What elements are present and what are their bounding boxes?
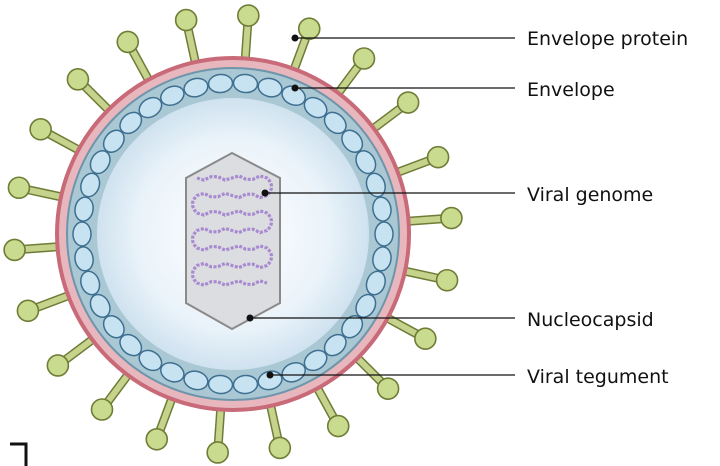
corner-bracket: [10, 442, 28, 466]
envelope-protein-spike: [381, 312, 437, 350]
genome-strand: [190, 174, 274, 287]
envelope-protein-spike: [145, 393, 178, 451]
nucleocapsid-bead: [183, 77, 209, 98]
nucleocapsid-bead: [138, 96, 163, 119]
nucleocapsid-bead: [341, 315, 364, 339]
nucleocapsid-bead: [80, 270, 101, 296]
nucleocapsid-bead: [303, 349, 328, 372]
nucleocapsid-bead: [72, 221, 92, 247]
nucleocapsid-bead: [207, 73, 234, 94]
label-viral-genome: Viral genome: [527, 184, 653, 206]
nucleocapsid-bead: [372, 246, 392, 272]
nucleocapsid-bead: [207, 374, 234, 395]
nucleocapsid-bead: [119, 333, 143, 357]
nucleocapsid-bead: [257, 77, 283, 98]
envelope-protein-spike: [7, 176, 66, 203]
envelope-protein-spike: [174, 8, 201, 67]
envelope-protein-spike: [16, 290, 74, 323]
viral-genome-strand: [190, 174, 274, 287]
envelope-protein-spike: [90, 369, 134, 421]
nucleocapsid-bead: [323, 333, 347, 357]
envelope-protein-spike: [404, 206, 463, 230]
envelope-protein-spike: [400, 265, 459, 292]
nucleocapsid-bead: [374, 221, 394, 247]
nucleocapsid-bead: [365, 270, 386, 296]
envelope-protein-spike: [311, 382, 350, 438]
nucleocapsid-bead: [341, 129, 364, 153]
envelope-protein-spike: [29, 118, 85, 156]
nucleocapsid-bead: [160, 85, 185, 107]
nucleocapsid-bead: [355, 293, 377, 319]
nucleocapsid-bead: [281, 361, 306, 383]
envelope-protein-spike: [265, 401, 292, 460]
nucleocapsid-bead: [74, 196, 94, 222]
envelope-protein-spike: [46, 333, 99, 377]
nucleocapsid-bead: [89, 149, 111, 175]
nucleocapsid-bead: [74, 246, 94, 272]
label-nucleocapsid: Nucleocapsid: [527, 309, 654, 331]
nucleocapsid-bead: [257, 370, 283, 391]
label-viral-tegument: Viral tegument: [527, 366, 669, 388]
nucleocapsid-bead: [102, 129, 125, 153]
nucleocapsid-bead: [232, 73, 259, 94]
envelope-proteins: [3, 4, 463, 464]
nucleocapsid-bead: [102, 315, 125, 339]
nucleocapsid-bead: [365, 172, 386, 198]
nucleocapsid-bead: [183, 370, 209, 391]
envelope-protein-spike: [116, 30, 155, 86]
envelope-protein-spike: [392, 145, 450, 178]
capsid-hexagon: [185, 151, 281, 331]
envelope-protein-spike: [288, 17, 321, 75]
nucleocapsid-beads: [72, 73, 394, 395]
nucleocapsid-bead: [303, 96, 328, 119]
envelope-protein-spike: [332, 47, 376, 99]
envelope-protein-spike: [66, 68, 115, 116]
callouts: [246, 34, 515, 379]
envelope-protein-spike: [367, 91, 420, 135]
nucleocapsid-bead: [160, 361, 185, 383]
envelope-protein-spike: [3, 238, 62, 262]
nucleocapsid-bead: [323, 111, 347, 135]
nucleocapsid-bead: [80, 172, 101, 198]
envelope-protein-spike: [237, 4, 260, 63]
nucleocapsid-bead: [138, 349, 163, 372]
nucleocapsid-bead: [89, 293, 111, 319]
label-envelope: Envelope: [527, 79, 615, 101]
nucleocapsid-bead: [355, 149, 377, 175]
nucleocapsid-bead: [119, 111, 143, 135]
nucleocapsid-bead: [372, 196, 392, 222]
envelope-protein-spike: [206, 405, 229, 464]
nucleocapsid-bead: [232, 374, 259, 395]
label-envelope-protein: Envelope protein: [527, 28, 688, 50]
envelope-protein-spike: [351, 352, 400, 400]
